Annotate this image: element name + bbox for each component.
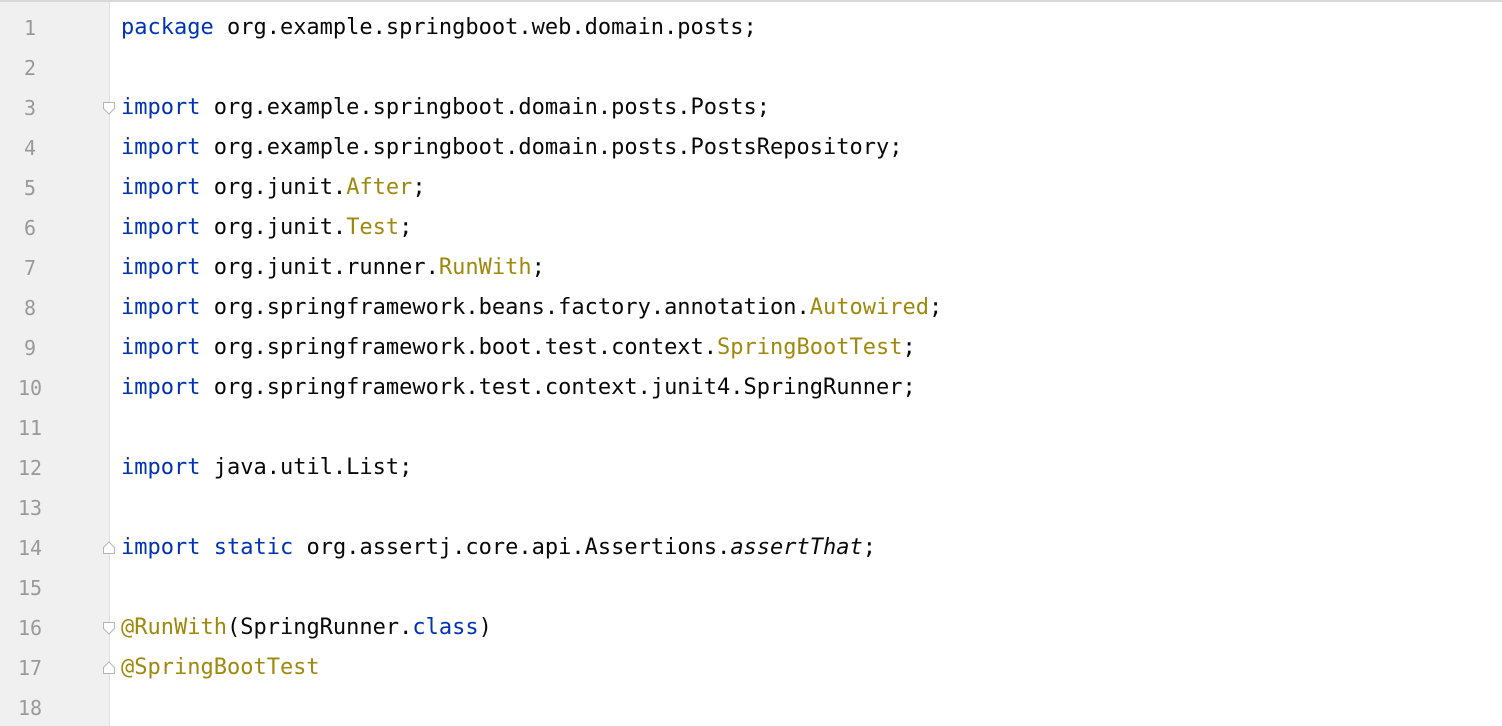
line-content: import org.junit.Test; [121, 208, 412, 248]
code-line[interactable]: 4 import org.example.springboot.domain.po… [0, 128, 1502, 168]
line-content: @SpringBootTest [121, 648, 320, 688]
annotation-token: Test [346, 215, 400, 240]
code-line[interactable]: 16 @RunWith(SpringRunner.class) [0, 608, 1502, 648]
line-content: import org.springframework.boot.test.con… [121, 328, 916, 368]
line-number: 1 [23, 16, 37, 40]
line-content: import org.junit.runner.RunWith; [121, 248, 545, 288]
line-number: 12 [17, 456, 43, 480]
keyword-token: import [121, 335, 201, 360]
code-line[interactable]: 1 package org.example.springboot.web.doma… [0, 8, 1502, 48]
line-content: @RunWith(SpringRunner.class) [121, 608, 492, 648]
keyword-token: import [121, 295, 201, 320]
text-token: org.springframework.beans.factory.annota… [200, 295, 810, 320]
line-content: package org.example.springboot.web.domai… [121, 8, 757, 48]
annotation-token: @RunWith [121, 615, 227, 640]
text-token: org.assertj.core.api.Assertions. [293, 535, 731, 560]
fold-end-icon[interactable] [101, 540, 117, 556]
keyword-token: package [121, 15, 214, 40]
line-number: 17 [17, 656, 43, 680]
code-line[interactable]: 17 @SpringBootTest [0, 648, 1502, 688]
line-number: 8 [23, 296, 37, 320]
keyword-token: import [121, 95, 201, 120]
annotation-token: RunWith [438, 255, 532, 280]
fold-end-icon[interactable] [101, 660, 117, 676]
line-content: import org.springframework.test.context.… [121, 368, 916, 408]
line-number: 6 [23, 216, 37, 240]
text-token: org.junit. [200, 215, 347, 240]
code-line[interactable]: 6 import org.junit.Test; [0, 208, 1502, 248]
line-content: import org.junit.After; [121, 168, 426, 208]
line-number: 11 [17, 416, 43, 440]
code-line[interactable]: 8 import org.springframework.beans.factor… [0, 288, 1502, 328]
line-content: import org.example.springboot.domain.pos… [121, 128, 902, 168]
code-line[interactable]: 2 [0, 48, 1502, 88]
line-content: import java.util.List; [121, 448, 412, 488]
line-number: 5 [23, 176, 37, 200]
text-token: ) [478, 615, 492, 640]
fold-collapse-icon[interactable] [101, 620, 117, 636]
code-line[interactable]: 5 import org.junit.After; [0, 168, 1502, 208]
keyword-token: class [412, 615, 479, 640]
text-token: (SpringRunner. [226, 615, 413, 640]
text-token: org.junit.runner. [200, 255, 439, 280]
keyword-token: import [121, 175, 201, 200]
code-line[interactable]: 14 import static org.assertj.core.api.Ass… [0, 528, 1502, 568]
line-content: import org.example.springboot.domain.pos… [121, 88, 770, 128]
text-token: ; [412, 175, 426, 200]
text-token: org.example.springboot.domain.posts.Post… [200, 135, 903, 160]
keyword-token: import [121, 255, 201, 280]
text-token: ; [928, 295, 943, 320]
text-token: java.util.List; [200, 455, 413, 480]
code-line[interactable]: 13 [0, 488, 1502, 528]
code-line[interactable]: 9 import org.springframework.boot.test.co… [0, 328, 1502, 368]
line-number: 3 [23, 96, 37, 120]
keyword-token: import [121, 535, 201, 560]
line-number: 13 [17, 496, 43, 520]
method-token: assertThat [730, 535, 863, 560]
line-content: import static org.assertj.core.api.Asser… [121, 528, 876, 568]
line-number: 2 [23, 56, 37, 80]
code-line[interactable]: 3 import org.example.springboot.domain.po… [0, 88, 1502, 128]
keyword-token: import [121, 215, 201, 240]
line-number: 7 [23, 256, 37, 280]
code-line[interactable]: 18 [0, 688, 1502, 726]
code-line[interactable]: 10 import org.springframework.test.contex… [0, 368, 1502, 408]
text-token: org.example.springboot.web.domain.posts; [213, 15, 757, 40]
line-number: 16 [17, 616, 43, 640]
code-area[interactable]: 1 package org.example.springboot.web.doma… [0, 8, 1502, 726]
code-line[interactable]: 12 import java.util.List; [0, 448, 1502, 488]
text-token: org.junit. [200, 175, 347, 200]
line-content: import org.springframework.beans.factory… [121, 288, 942, 328]
keyword-token: import [121, 375, 201, 400]
text-token: org.springframework.boot.test.context. [200, 335, 718, 360]
code-line[interactable]: 11 [0, 408, 1502, 448]
code-line[interactable]: 15 [0, 568, 1502, 608]
line-number: 9 [23, 336, 37, 360]
text-token [200, 535, 213, 560]
text-token: ; [531, 255, 545, 280]
line-number-gutter [0, 2, 110, 726]
annotation-token: Autowired [809, 295, 929, 320]
annotation-token: SpringBootTest [717, 335, 903, 360]
keyword-token: import [121, 135, 201, 160]
code-line[interactable]: 7 import org.junit.runner.RunWith; [0, 248, 1502, 288]
line-number: 18 [17, 696, 43, 720]
line-number: 15 [17, 576, 43, 600]
fold-collapse-icon[interactable] [101, 100, 117, 116]
line-number: 14 [17, 536, 43, 560]
annotation-token: After [346, 175, 413, 200]
keyword-token: import [121, 455, 201, 480]
text-token: org.springframework.test.context.junit4.… [200, 375, 916, 400]
line-number: 4 [23, 136, 37, 160]
text-token: org.example.springboot.domain.posts.Post… [200, 95, 771, 120]
line-number: 10 [17, 376, 43, 400]
text-token: ; [902, 335, 916, 360]
text-token: ; [862, 535, 877, 560]
annotation-token: @SpringBootTest [121, 655, 320, 680]
keyword-token: static [213, 535, 294, 560]
text-token: ; [399, 215, 413, 240]
